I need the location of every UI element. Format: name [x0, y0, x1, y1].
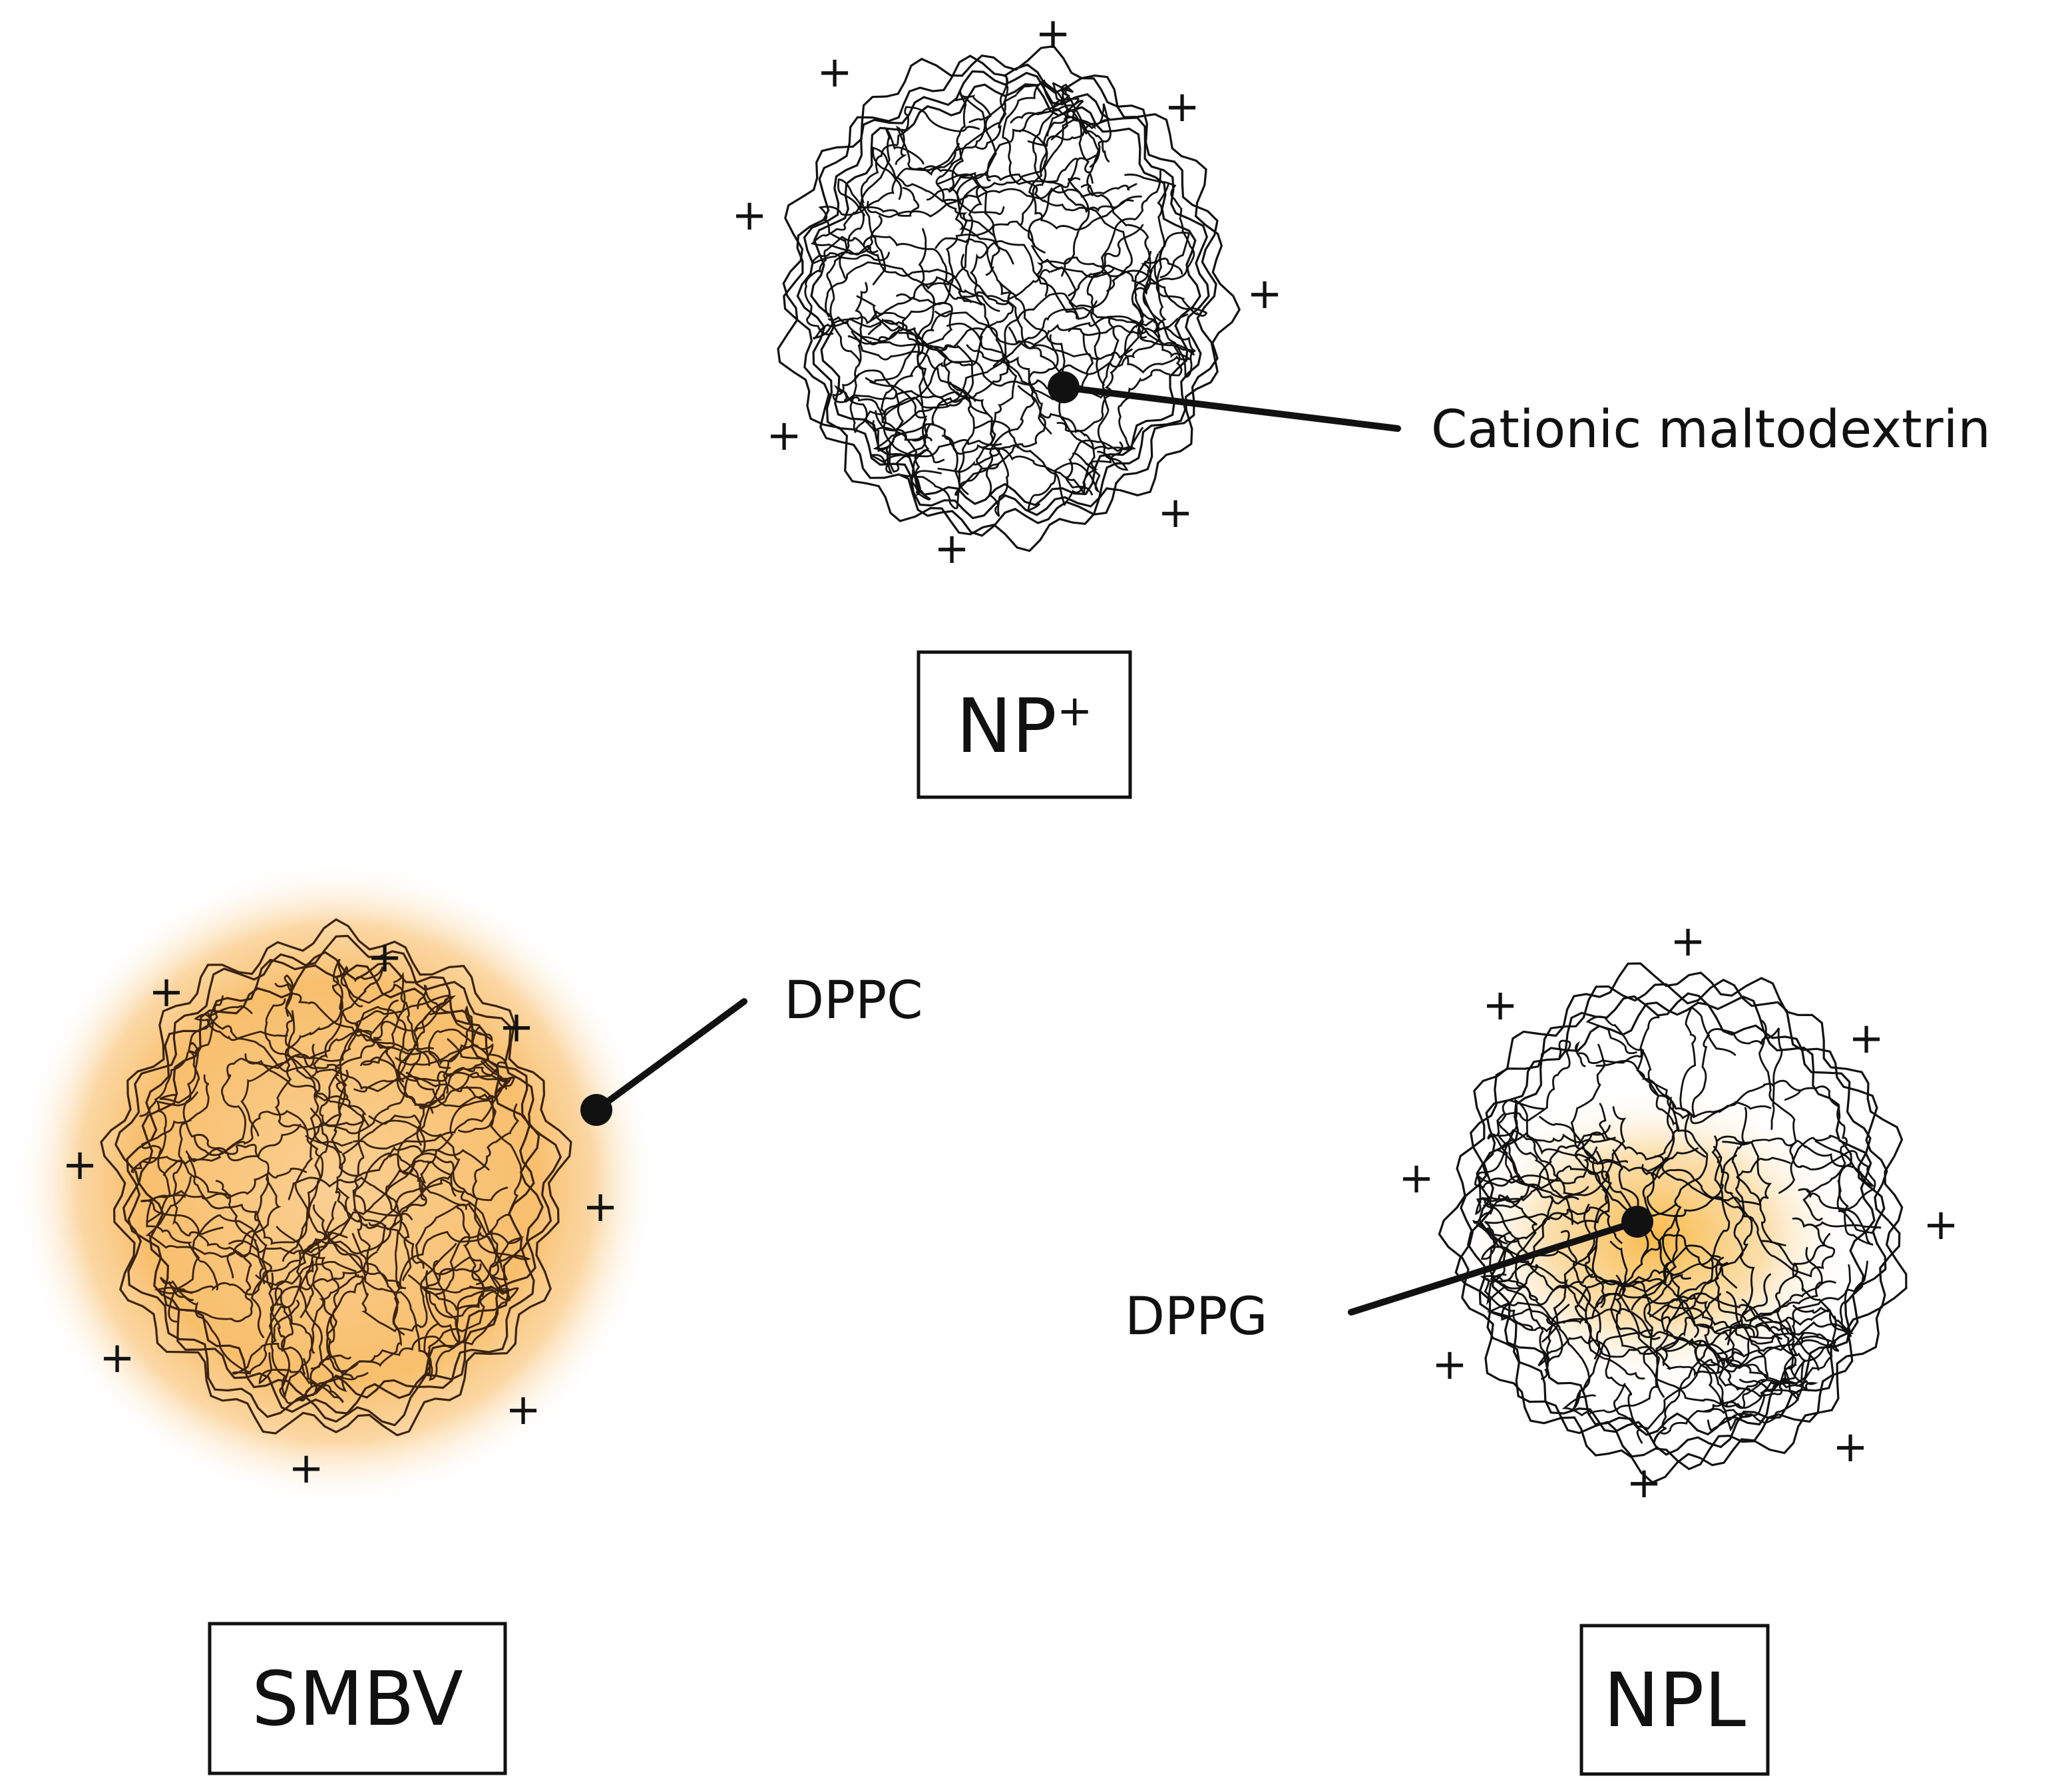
charge-plus: +: [1832, 1423, 1868, 1472]
name-box-smbv: [208, 1622, 507, 1775]
name-box-npl: [1579, 1624, 1770, 1776]
maltodextrin-coil-icon: [100, 918, 572, 1437]
label-dppg: DPPG: [1125, 1287, 1268, 1347]
pointer-line-cationic-maltodextrin: [1060, 384, 1401, 432]
npl-particle: + + + + + + + + DPPG NPL: [1125, 917, 1959, 1776]
charge-plus: +: [1035, 9, 1071, 59]
pointer-line-dppc: [593, 998, 747, 1113]
pointer-line-dppg: [1348, 1218, 1641, 1316]
charge-plus: +: [1670, 917, 1706, 966]
name-npl: NPL: [1603, 1658, 1746, 1744]
charge-plus: +: [582, 1182, 618, 1232]
charge-plus: +: [367, 933, 403, 982]
name-box-np-plus: [917, 650, 1132, 799]
name-smbv: SMBV: [252, 1656, 463, 1743]
charge-plus: +: [1157, 488, 1193, 538]
charge-plus: +: [817, 48, 853, 97]
positive-charges: + + + + + + + +: [731, 9, 1283, 574]
maltodextrin-coil-icon: [777, 45, 1241, 552]
charge-plus: +: [1164, 83, 1200, 132]
label-dppc: DPPC: [784, 971, 923, 1031]
charge-plus: +: [1247, 269, 1283, 319]
charge-plus: +: [1398, 1154, 1434, 1203]
charge-plus: +: [99, 1334, 135, 1383]
positive-charges: + + + + + + + +: [1398, 917, 1959, 1508]
dppc-shell: [13, 860, 659, 1506]
charge-plus: +: [1482, 981, 1518, 1030]
charge-plus: +: [148, 968, 184, 1017]
maltodextrin-coil-icon: [1438, 962, 1908, 1484]
charge-plus: +: [499, 1003, 534, 1052]
positive-charges: + + + + + + + +: [62, 933, 618, 1493]
charge-plus: +: [934, 524, 970, 574]
charge-plus: +: [505, 1385, 541, 1435]
np-plus-particle: + + + + + + + + Cationic maltodextrin NP+: [731, 9, 1991, 799]
charge-plus: +: [1923, 1200, 1959, 1250]
pointer-dot: [1621, 1206, 1653, 1238]
pointer-dot: [580, 1094, 612, 1126]
pointer-dot: [1048, 371, 1080, 403]
charge-plus: +: [731, 191, 767, 240]
charge-plus: +: [1848, 1014, 1884, 1063]
charge-plus: +: [62, 1141, 98, 1190]
charge-plus: +: [1626, 1459, 1662, 1508]
label-cationic-maltodextrin: Cationic maltodextrin: [1431, 400, 1991, 460]
smbv-particle: + + + + + + + + DPPC SMBV: [13, 860, 923, 1775]
charge-plus: +: [766, 411, 802, 460]
charge-plus: +: [288, 1444, 324, 1493]
charge-plus: +: [1432, 1340, 1468, 1389]
name-np-plus: NP+: [956, 683, 1093, 770]
